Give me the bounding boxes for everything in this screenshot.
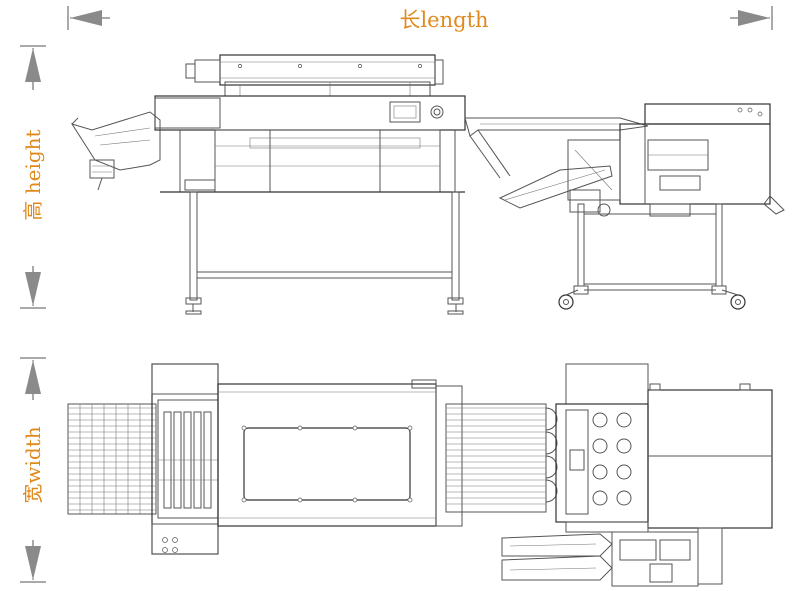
left-arrow-icon xyxy=(70,10,102,26)
top-plan-view xyxy=(67,363,773,587)
height-dimension: 高 height xyxy=(20,45,46,309)
up-arrow-icon xyxy=(25,360,41,394)
width-label: 宽width xyxy=(21,426,45,503)
infeed-lanes xyxy=(67,403,157,515)
cutter-head-module xyxy=(555,363,773,533)
outfeed-rollers xyxy=(445,403,558,513)
main-cabinet xyxy=(154,95,466,193)
control-panel xyxy=(389,101,421,123)
right-arrow-icon xyxy=(738,10,770,26)
side-elevation-view xyxy=(70,54,785,315)
inspection-window xyxy=(243,427,411,501)
up-arrow-icon xyxy=(25,48,41,82)
main-chamber-top xyxy=(217,379,463,527)
length-label: 长length xyxy=(399,8,488,32)
secondary-machine xyxy=(567,103,785,217)
length-dimension: 长length xyxy=(67,6,773,32)
secondary-stand xyxy=(558,203,746,310)
down-arrow-icon xyxy=(25,546,41,580)
control-knob-icon xyxy=(430,105,444,119)
lane-divider-module xyxy=(151,363,219,555)
down-arrow-icon xyxy=(25,272,41,306)
cutter-head-icon xyxy=(592,412,608,428)
height-label: 高 height xyxy=(21,129,45,220)
main-frame-legs xyxy=(185,191,464,315)
discharge-chutes xyxy=(501,527,723,587)
caster-wheel-icon xyxy=(730,294,746,310)
incline-conveyor xyxy=(464,117,649,209)
caster-wheel-icon xyxy=(558,294,574,310)
top-hood xyxy=(185,54,444,97)
width-dimension: 宽width xyxy=(20,357,46,583)
infeed-chute xyxy=(70,111,161,191)
